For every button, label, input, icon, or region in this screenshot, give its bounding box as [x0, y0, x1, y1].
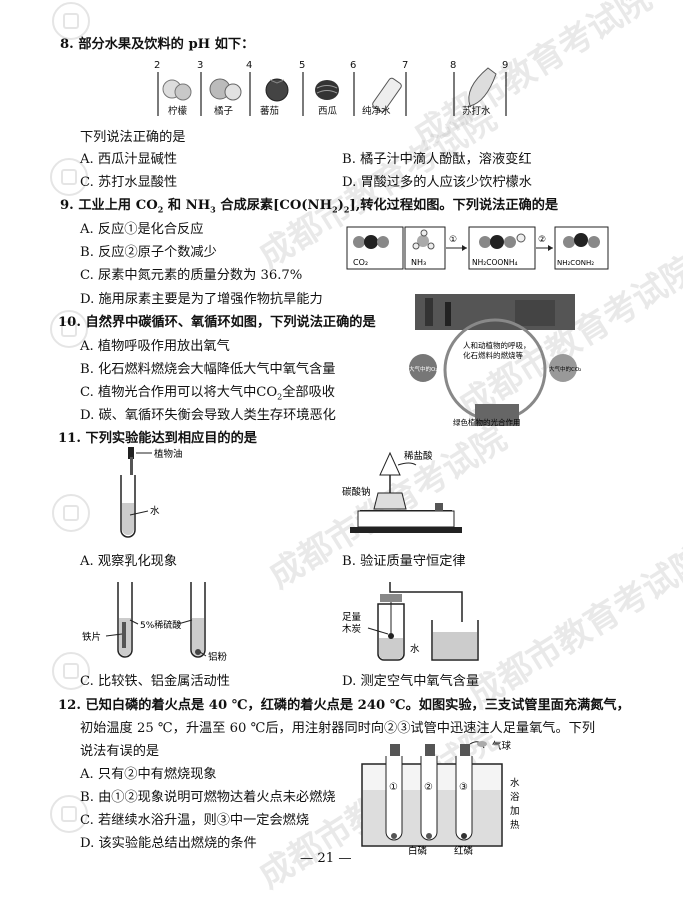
item-orange-label: 橘子: [214, 106, 234, 117]
question-11-option-b: B. 验证质量守恒定律: [342, 554, 466, 569]
co2-atmosphere-label: 大气中的CO₂: [549, 365, 581, 373]
soda-bottle-icon: [468, 67, 497, 107]
metal-activity-tubes: 5%稀硫酸 铁片 铝粉: [82, 582, 228, 663]
intermediate-label: NH₂COONH₄: [472, 258, 518, 267]
tube-2-label: ②: [424, 782, 433, 793]
emulsion-test-tube: 植物油 水: [120, 447, 183, 538]
question-12-line-2: 初始温度 25 ℃，升温至 60 ℃后，用注射器同时向②③试管中迅速注人足量氧气…: [80, 721, 596, 736]
white-phosphorus-label: 白磷: [408, 845, 428, 856]
sodium-carbonate-label: 碳酸钠: [342, 486, 371, 498]
balance-experiment: 稀盐酸 碳酸钠: [342, 450, 462, 533]
watermark: 成都市教育考试院: [461, 538, 683, 717]
co2-label: CO₂: [353, 258, 368, 267]
watermelon-icon: [315, 80, 339, 100]
question-9-option-a: A. 反应①是化合反应: [80, 222, 204, 237]
iron-sheet-label: 铁片: [82, 631, 101, 643]
oxygen-content-apparatus: 足量 木炭 水: [342, 582, 479, 661]
ph-label: 9: [502, 60, 508, 71]
question-10-option-b: B. 化石燃料燃烧会大幅降低大气中氧气含量: [80, 362, 336, 377]
acid-label: 稀盐酸: [404, 450, 433, 462]
item-lemon-label: 柠檬: [168, 105, 188, 117]
carbon-oxygen-cycle-diagram: 人和动植物的呼吸， 化石燃料的燃烧等 大气中的O₂ 大气中的CO₂ 绿色植物的光…: [409, 294, 581, 427]
question-9-stem: 9. 工业上用 CO2 和 NH3 合成尿素[CO(NH2)2],转化过程如图。…: [60, 198, 559, 215]
ph-tick-labels: 2 3 4 5 6 7 8 9: [154, 60, 508, 71]
test-tube-1: [385, 744, 403, 841]
question-8-stem: 8. 部分水果及饮料的 pH 如下：: [60, 37, 255, 52]
ph-label: 5: [299, 60, 305, 71]
question-8-option-d: D. 胃酸过多的人应该少饮柠檬水: [342, 175, 532, 190]
test-tube-3: [455, 744, 473, 841]
ph-scale-figure: 2 3 4 5 6 7 8 9 柠檬 橘子 蕃茄 西瓜 纯净水 苏打水: [154, 60, 508, 117]
question-10-option-c: C. 植物光合作用可以将大气中CO2全部吸收: [80, 385, 335, 402]
ph-label: 3: [197, 60, 203, 71]
water-label: 水: [410, 643, 420, 655]
ph-ticks: [157, 72, 507, 116]
question-12-line-1: 12. 已知白磷的着火点是 40 ℃，红磷的着火点是 240 ℃。如图实验，三支…: [58, 698, 630, 713]
step-2-label: ②: [538, 235, 546, 245]
question-9-option-c: C. 尿素中氮元素的质量分数为 36.7%: [80, 268, 303, 283]
ph-label: 2: [154, 60, 160, 71]
tube-3-label: ③: [459, 782, 468, 793]
charcoal-label-1: 足量: [342, 612, 362, 623]
tube-1-label: ①: [389, 782, 398, 793]
question-11-option-d: D. 测定空气中氧气含量: [342, 674, 480, 689]
ph-label: 4: [246, 60, 252, 71]
red-phosphorus-label: 红磷: [454, 845, 474, 856]
question-8-option-b: B. 橘子汁中滴人酚酞，溶液变红: [342, 152, 532, 167]
cycle-top-label-2: 化石燃料的燃烧等: [463, 350, 523, 360]
ph-label: 7: [402, 60, 408, 71]
step-1-label: ①: [449, 235, 457, 245]
question-12-line-3: 说法有误的是: [80, 744, 160, 759]
question-11-option-c: C. 比较铁、铝金属活动性: [80, 674, 230, 689]
nh3-label: NH₃: [411, 258, 426, 267]
page-number: — 21 —: [300, 851, 352, 866]
ph-label: 6: [350, 60, 356, 71]
urea-label: NH₂CONH₂: [557, 259, 594, 267]
water-bath-label: 浴: [510, 792, 520, 803]
question-9-option-d: D. 施用尿素主要是为了增强作物抗旱能力: [80, 292, 323, 307]
question-11-option-a: A. 观察乳化现象: [80, 554, 178, 569]
lemon-icon: [162, 79, 192, 101]
item-water-label: 纯净水: [362, 105, 391, 117]
test-tube-2: [420, 744, 438, 841]
question-12-option-a: A. 只有②中有燃烧现象: [80, 767, 217, 782]
item-soda-label: 苏打水: [462, 105, 491, 117]
aluminum-powder-label: 铝粉: [208, 651, 228, 663]
orange-icon: [209, 78, 242, 101]
cycle-top-label-1: 人和动植物的呼吸，: [463, 340, 531, 350]
water-bottle-icon: [372, 77, 402, 113]
oxygen-label: 大气中的O₂: [409, 365, 438, 373]
question-12-option-c: C. 若继续水浴升温，则③中一定会燃烧: [80, 813, 310, 828]
water-bath-label: 水: [510, 777, 520, 789]
question-11-stem: 11. 下列实验能达到相应目的的是: [58, 431, 257, 446]
question-8-option-c: C. 苏打水显酸性: [80, 175, 178, 190]
ph-item-labels: 柠檬 橘子 蕃茄 西瓜 纯净水 苏打水: [168, 105, 491, 117]
photosynthesis-label: 绿色植物的光合作用: [453, 417, 521, 427]
question-10-stem: 10. 自然界中碳循环、氧循环如图，下列说法正确的是: [58, 315, 376, 330]
oil-label: 植物油: [154, 448, 183, 460]
water-label: 水: [150, 505, 160, 517]
item-tomato-label: 蕃茄: [260, 105, 279, 117]
water-bath-label: 热: [510, 819, 520, 831]
item-watermelon-label: 西瓜: [318, 106, 338, 117]
question-10-option-d: D. 碳、氧循环失衡会导致人类生存环境恶化: [80, 408, 336, 423]
question-8-option-a: A. 西瓜汁显碱性: [80, 152, 178, 167]
watermark-seal-icon: [52, 494, 90, 532]
question-10-option-a: A. 植物呼吸作用放出氧气: [80, 339, 230, 354]
tomato-icon: [265, 78, 289, 102]
question-12-option-d: D. 该实验能总结出燃烧的条件: [80, 836, 257, 851]
question-8-prompt: 下列说法正确的是: [80, 130, 186, 145]
water-bath-label: 加: [510, 806, 520, 817]
phosphorus-combustion-apparatus: 气球 ① ② ③ 水 浴 加 热 白磷 红磷: [361, 740, 520, 856]
balloon-label: 气球: [492, 740, 512, 752]
acid-concentration-label: 5%稀硫酸: [140, 619, 181, 631]
urea-synthesis-diagram: CO₂ NH₃ ① NH₂COONH₄ ② NH₂CONH₂: [346, 226, 609, 270]
charcoal-label-2: 木炭: [342, 623, 362, 635]
watermark-seal-icon: [52, 2, 90, 40]
question-9-option-b: B. 反应②原子个数减少: [80, 245, 217, 260]
ph-label: 8: [450, 60, 456, 71]
question-12-option-b: B. 由①②现象说明可燃物达着火点未必燃烧: [80, 790, 336, 805]
